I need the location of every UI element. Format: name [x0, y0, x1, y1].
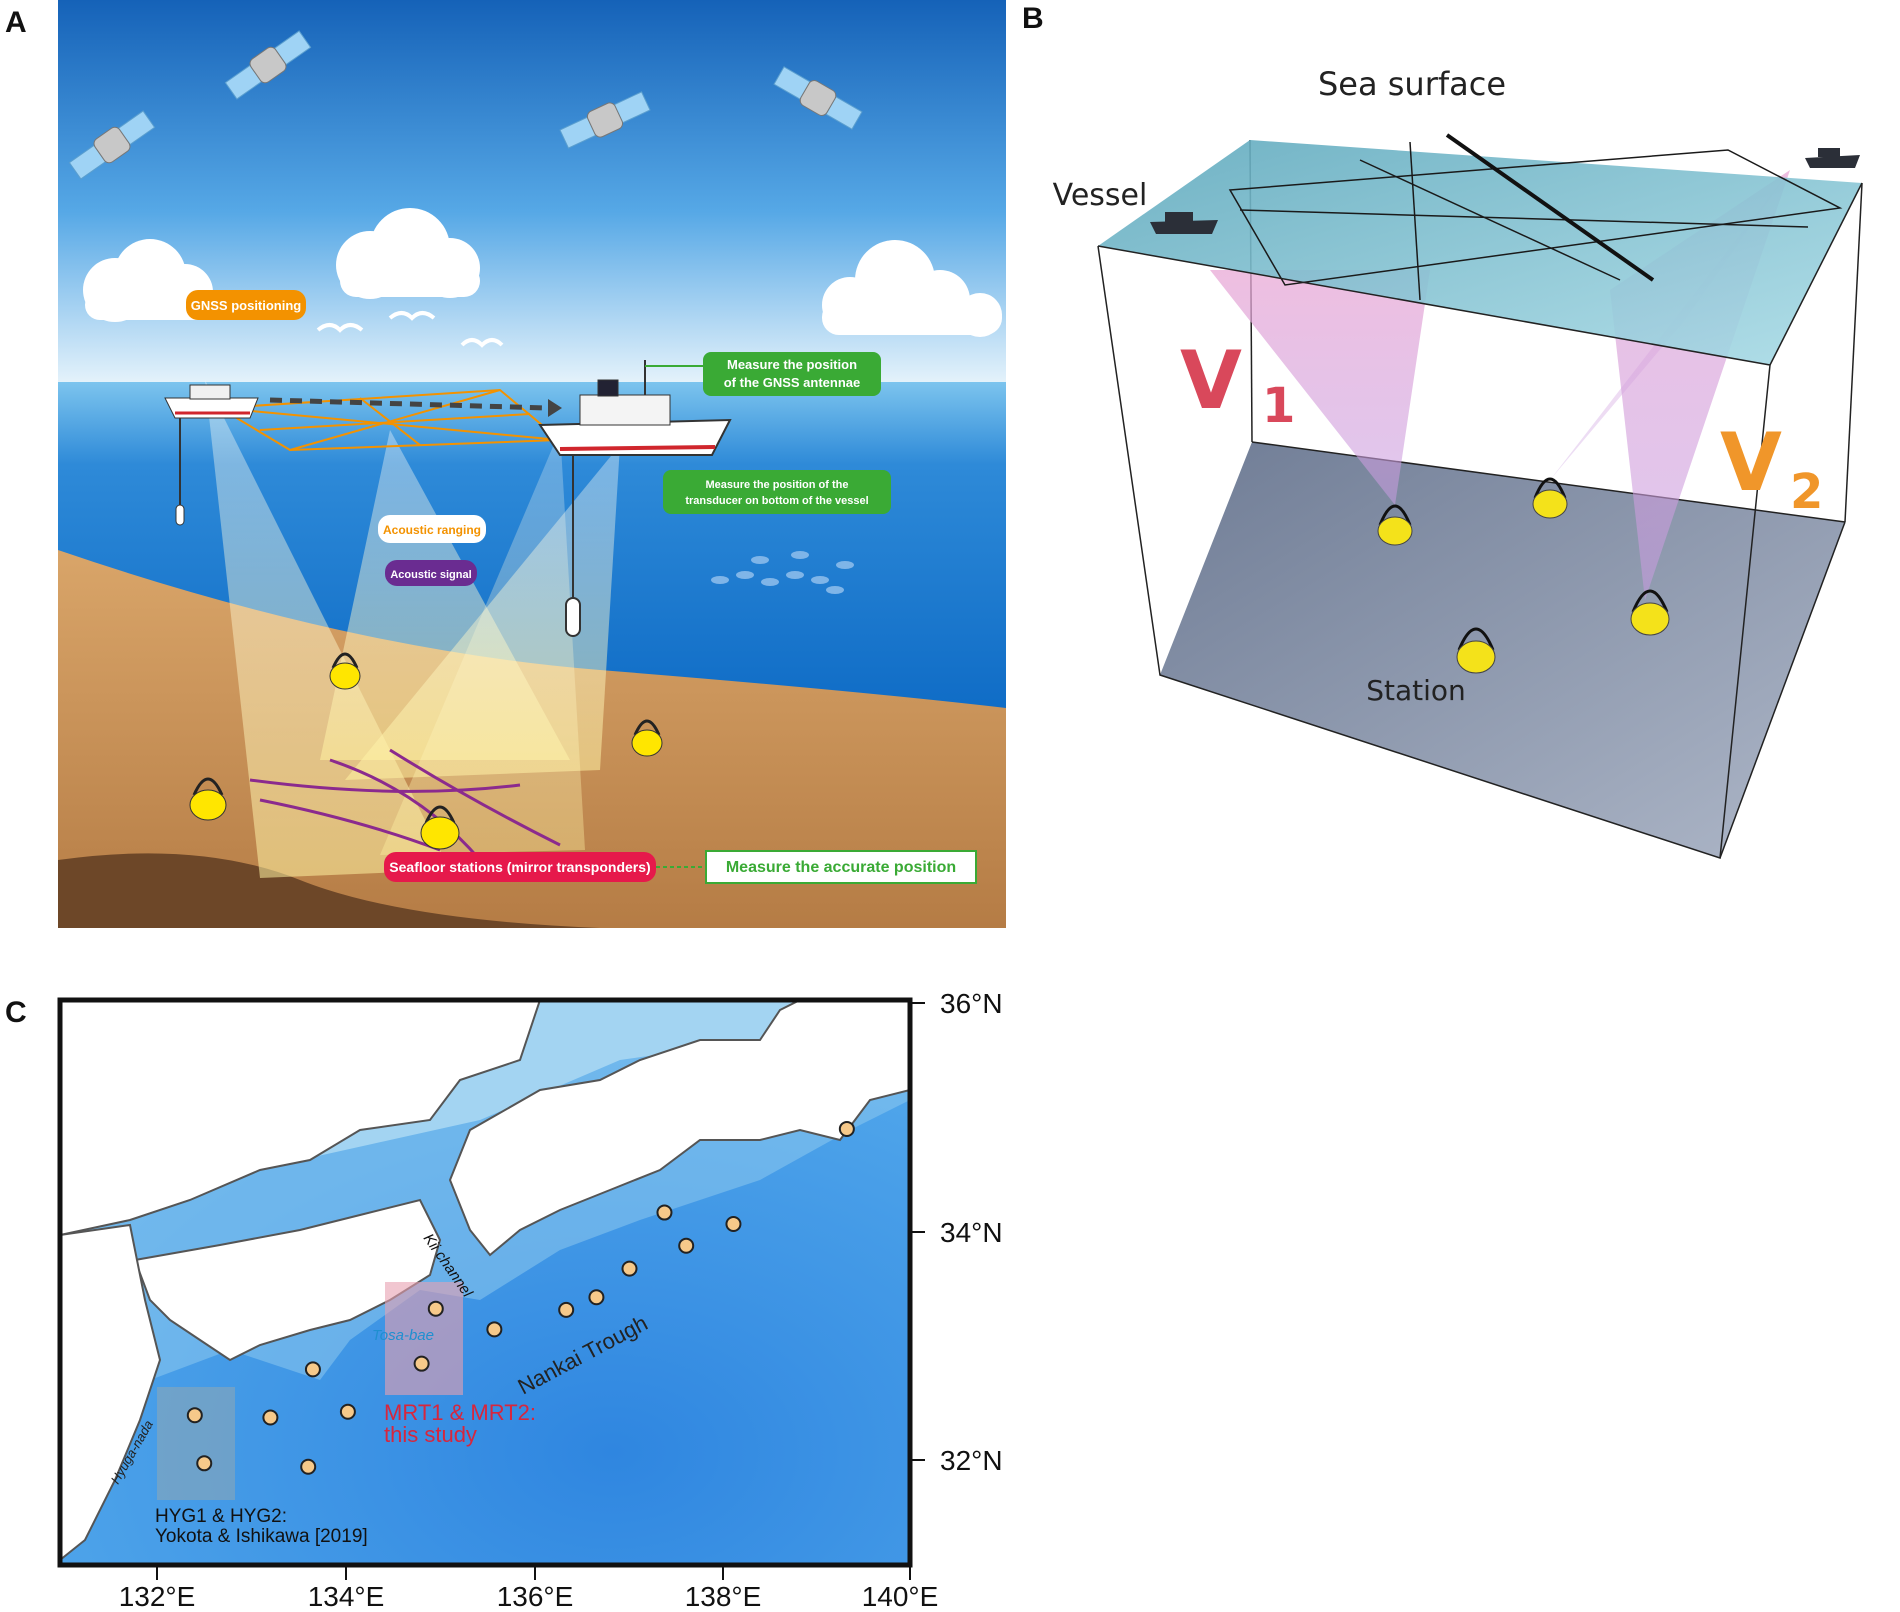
gnss-antennae-tag: Measure the position of the GNSS antenna… — [645, 352, 881, 396]
ship-path-arrow — [269, 397, 549, 411]
station-marker-8 — [486, 1321, 503, 1338]
seafloor-stations-tag: Seafloor stations (mirror transponders) — [384, 852, 706, 882]
acoustic-beams — [205, 380, 620, 878]
station-marker-2 — [262, 1409, 279, 1426]
land-shikoku — [133, 1198, 442, 1362]
map-ticks — [156, 1002, 925, 1580]
track-line — [1445, 133, 1655, 282]
lon-tick-138: 138°E — [685, 1581, 762, 1612]
svg-text:V: V — [1720, 416, 1782, 509]
mrt-study-area — [385, 1282, 463, 1395]
lon-tick-134: 134°E — [308, 1581, 385, 1612]
surface-grid — [1228, 141, 1843, 301]
station-label: Station — [1366, 674, 1466, 707]
hyg-label-line2: Yokota & Ishikawa [2019] — [155, 1526, 368, 1547]
panel-c: C Kii channel Tosa-bae Nankai Trough Hyu… — [5, 988, 1003, 1612]
satellite-icon — [68, 30, 863, 180]
svg-text:GNSS positioning: GNSS positioning — [191, 298, 302, 313]
seafloor-surface — [1160, 442, 1845, 858]
mrt-label-line2: this study — [384, 1422, 477, 1447]
map-stations — [186, 1120, 855, 1475]
land-kyushu — [60, 1223, 162, 1562]
svg-text:of the GNSS antennae: of the GNSS antennae — [724, 375, 861, 390]
deep-sediment — [58, 853, 600, 928]
station-marker-5 — [339, 1403, 356, 1420]
svg-text:Seafloor stations (mirror tran: Seafloor stations (mirror transponders) — [389, 859, 650, 875]
stations-b — [1377, 477, 1670, 674]
fish-school — [711, 551, 854, 594]
map: Kii channel Tosa-bae Nankai Trough Hyuga… — [60, 1000, 910, 1565]
land-honshu-west — [60, 1000, 542, 1237]
station-marker-9 — [558, 1301, 575, 1318]
panel-a: A — [5, 0, 1006, 928]
accurate-position-tag: Measure the accurate position — [705, 850, 977, 884]
acoustic-arcs — [249, 748, 561, 861]
lat-tick-32: 32°N — [940, 1445, 1003, 1476]
station-marker-11 — [621, 1260, 638, 1277]
station-marker-7 — [427, 1300, 444, 1317]
panel-letter-b: B — [1022, 2, 1044, 35]
v2-label: V 2 — [1720, 416, 1823, 520]
station-marker-13 — [678, 1237, 695, 1254]
station-marker-4 — [304, 1361, 321, 1378]
acoustic-ranging-tag: Acoustic ranging — [378, 515, 486, 543]
map-frame — [57, 997, 913, 1568]
beam-v1 — [1210, 270, 1430, 505]
lon-tick-132: 132°E — [119, 1581, 196, 1612]
seafloor-stations — [189, 652, 663, 850]
lat-tick-34: 34°N — [940, 1217, 1003, 1248]
station-marker-15 — [838, 1120, 855, 1137]
svg-text:Measure the accurate position: Measure the accurate position — [726, 859, 956, 876]
land-kii-tokai — [448, 1000, 910, 1257]
mrt-label-line1: MRT1 & MRT2: — [384, 1400, 536, 1425]
panel-b: B — [1022, 2, 1863, 860]
lat-tick-36: 36°N — [940, 988, 1003, 1019]
gnss-positioning-tag: GNSS positioning — [186, 290, 306, 320]
sea-surface-label: Sea surface — [1318, 65, 1506, 103]
v1-label: V 1 — [1180, 334, 1295, 434]
hyg-study-area — [157, 1387, 235, 1500]
tosa-bae-label: Tosa-bae — [372, 1327, 434, 1344]
station-marker-0 — [186, 1407, 203, 1424]
lon-tick-140: 140°E — [862, 1581, 939, 1612]
sea-surface — [1098, 140, 1862, 365]
station-marker-6 — [413, 1355, 430, 1372]
svg-text:Measure the position of the: Measure the position of the — [705, 479, 848, 491]
box-edges-front — [1097, 182, 1863, 860]
station-marker-10 — [588, 1289, 605, 1306]
arrow-head-icon — [548, 399, 562, 417]
panel-letter-a: A — [5, 6, 27, 39]
vessel-label: Vessel — [1053, 178, 1148, 213]
svg-text:Acoustic signal: Acoustic signal — [390, 569, 471, 581]
panel-letter-c: C — [5, 996, 27, 1029]
station-marker-1 — [196, 1455, 213, 1472]
clouds — [83, 208, 1002, 337]
transducer-tag: Measure the position of the transducer o… — [663, 470, 891, 514]
vessel-icon — [1150, 148, 1860, 234]
station-marker-12 — [656, 1204, 673, 1221]
vessel-small-icon — [164, 384, 259, 526]
station-marker-14 — [725, 1215, 742, 1232]
birds — [316, 311, 504, 348]
svg-text:Measure the position: Measure the position — [727, 357, 857, 372]
svg-text:Acoustic ranging: Acoustic ranging — [383, 523, 481, 537]
svg-text:V: V — [1180, 334, 1242, 427]
hyg-label-line1: HYG1 & HYG2: — [155, 1506, 287, 1527]
acoustic-signal-tag: Acoustic signal — [385, 560, 477, 586]
svg-text:1: 1 — [1262, 378, 1295, 434]
lon-tick-136: 136°E — [497, 1581, 574, 1612]
svg-text:transducer on bottom of the ve: transducer on bottom of the vessel — [685, 495, 868, 507]
svg-text:2: 2 — [1790, 464, 1823, 520]
station-marker-3 — [300, 1458, 317, 1475]
